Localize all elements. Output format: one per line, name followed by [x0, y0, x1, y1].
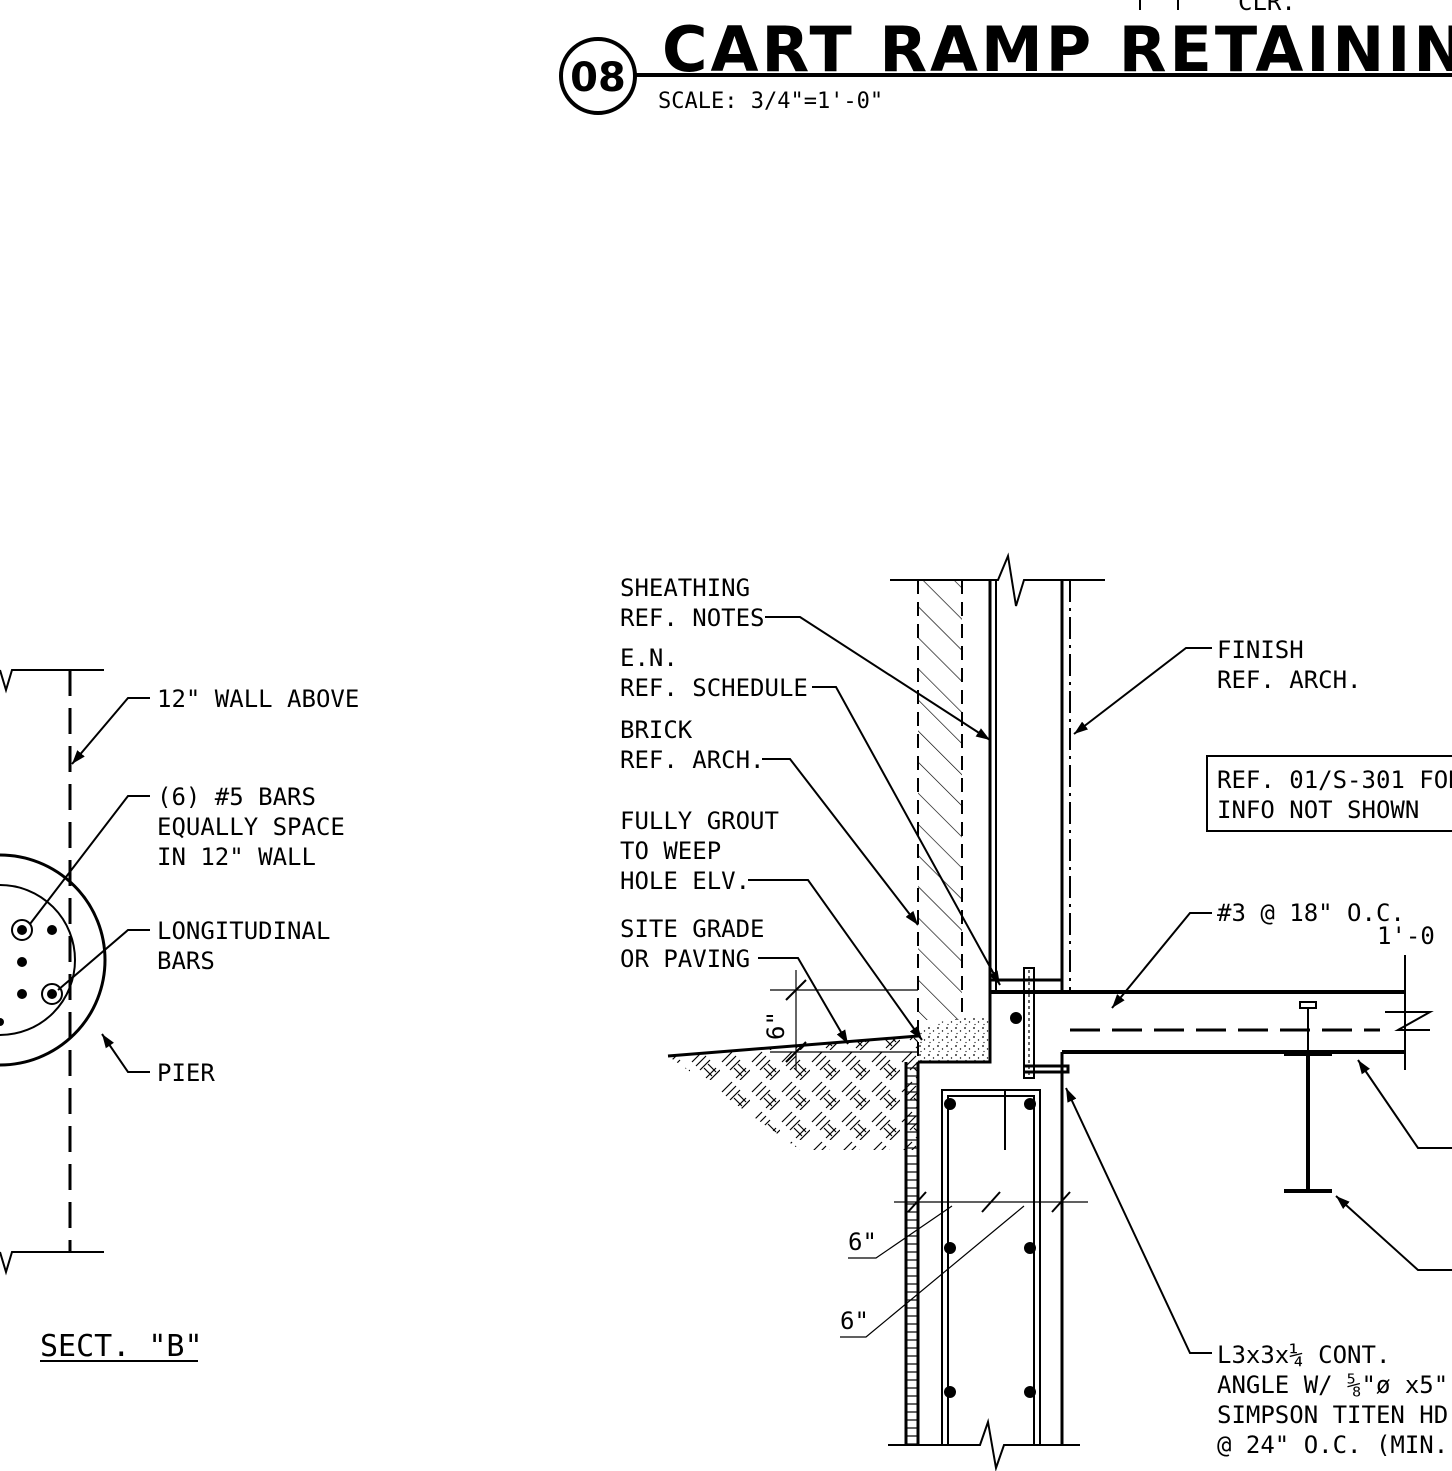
brick-veneer-hatch [918, 580, 962, 1020]
section-b-top-break [0, 669, 104, 694]
rebar-cage-inner [947, 1095, 1035, 1445]
grade-leader [758, 957, 849, 1045]
bar-dot [47, 925, 57, 935]
rebar-dot [944, 1098, 956, 1110]
bar-dot [17, 925, 27, 935]
pier-outline [0, 853, 107, 1067]
angle-leader [1065, 1087, 1212, 1354]
pier-inner-ring [0, 884, 76, 1036]
rebar-dot [944, 1386, 956, 1398]
longitudinal-bars [0, 919, 63, 1026]
grout-leader [748, 879, 923, 1041]
rebar-dot [1024, 1386, 1036, 1398]
foundation-rebar [944, 1012, 1036, 1398]
dim-6-b: 6" [840, 1307, 869, 1335]
rebar-dot [944, 1242, 956, 1254]
wall-detail: 6" 6" 6" 1'-0 SHEATHING REF. NOTES E.N. … [620, 552, 1452, 1471]
slab-break [1385, 1011, 1434, 1031]
rebar-dot [1010, 1012, 1022, 1024]
label-finish-2: REF. ARCH. [1217, 666, 1362, 694]
label-en-1: E.N. [620, 644, 678, 672]
detail-scale: SCALE: 3/4"=1'-0" [658, 89, 883, 114]
label-ref-1: REF. 01/S-301 FOR [1217, 766, 1452, 794]
steel-angle [1024, 1064, 1070, 1074]
dim-right: 1'-0 [1377, 922, 1435, 950]
label-grout-3: HOLE ELV. [620, 867, 750, 895]
section-b: 12" WALL ABOVE (6) #5 BARS EQUALLY SPACE… [0, 669, 359, 1364]
top-break-line [890, 552, 1105, 607]
beam-top-cap [1299, 1001, 1317, 1009]
grout-fill [918, 1017, 990, 1062]
detail-number-circle [559, 37, 637, 115]
label-finish-1: FINISH [1217, 636, 1304, 664]
rebar-cage-outer [941, 1089, 1041, 1445]
label-sheathing-1: SHEATHING [620, 574, 750, 602]
reference-note-box [1206, 755, 1452, 832]
rebar-dot [1024, 1098, 1036, 1110]
rebar-leader [1111, 912, 1212, 1009]
dim-tick [785, 1041, 807, 1063]
label-sheathing-2: REF. NOTES [620, 604, 765, 632]
finish-leader [1073, 647, 1212, 735]
dim-6-vertical: 6" [762, 1011, 790, 1040]
label-grout-2: TO WEEP [620, 837, 721, 865]
dim-6-a: 6" [848, 1228, 877, 1256]
label-wall-above: 12" WALL ABOVE [157, 685, 359, 713]
brick-leader [762, 758, 919, 926]
dim-tick [907, 1191, 927, 1213]
label-angle-1: L3x3x¼ CONT. [1217, 1341, 1390, 1369]
label-pier: PIER [157, 1059, 215, 1087]
foundation-face-hatch [906, 1062, 918, 1445]
wall-above-leader [71, 697, 150, 765]
dim-6-leader-b [840, 1205, 1025, 1338]
beam-leader [1335, 1195, 1452, 1271]
dim-tick [981, 1191, 1001, 1213]
label-bars-2: EQUALLY SPACE [157, 813, 345, 841]
detail-header: CLR. 08 CART RAMP RETAINING SCALE: 3/4"=… [559, 0, 1452, 115]
rebar-dot [1024, 1242, 1036, 1254]
dim-tick [785, 979, 807, 1001]
label-longitudinal-1: LONGITUDINAL [157, 917, 330, 945]
label-longitudinal-2: BARS [157, 947, 215, 975]
label-angle-3: SIMPSON TITEN HD [1217, 1401, 1448, 1429]
slab-leader [1357, 1059, 1452, 1149]
bottom-break-line [888, 1418, 1080, 1471]
section-b-bottom-break [0, 1251, 104, 1276]
longitudinal-leader [57, 929, 150, 991]
label-bars-1: (6) #5 BARS [157, 783, 316, 811]
label-en-2: REF. SCHEDULE [620, 674, 808, 702]
label-brick-1: BRICK [620, 716, 693, 744]
label-brick-2: REF. ARCH. [620, 746, 765, 774]
dim-tick [1051, 1191, 1071, 1213]
anchor-bolt [1023, 967, 1035, 1079]
label-grade-2: OR PAVING [620, 945, 750, 973]
bar-dot [47, 989, 57, 999]
sheathing-leader [765, 616, 991, 741]
label-grade-1: SITE GRADE [620, 915, 765, 943]
bar-callout-ring [41, 983, 63, 1005]
earth-hatch [668, 1036, 918, 1150]
label-angle-4: @ 24" O.C. (MIN.) [1217, 1431, 1452, 1459]
en-leader [812, 686, 1001, 986]
bar-callout-ring [11, 919, 33, 941]
bar-dot [17, 957, 27, 967]
label-bars-3: IN 12" WALL [157, 843, 316, 871]
pier-leader [101, 1033, 150, 1073]
bar-dot [0, 1018, 4, 1026]
detail-number: 08 [570, 55, 626, 101]
label-grout-1: FULLY GROUT [620, 807, 779, 835]
section-b-title: SECT. "B" [40, 1329, 203, 1364]
label-angle-2: ANGLE W/ ⅝"ø x5" [1217, 1371, 1448, 1399]
top-fragment-text: CLR. [1238, 0, 1296, 16]
label-ref-2: INFO NOT SHOWN [1217, 796, 1419, 824]
bar-dot [17, 989, 27, 999]
dim-6-leader-a [848, 1205, 953, 1259]
label-rebar: #3 @ 18" O.C. [1217, 899, 1405, 927]
bars-leader [29, 795, 150, 925]
